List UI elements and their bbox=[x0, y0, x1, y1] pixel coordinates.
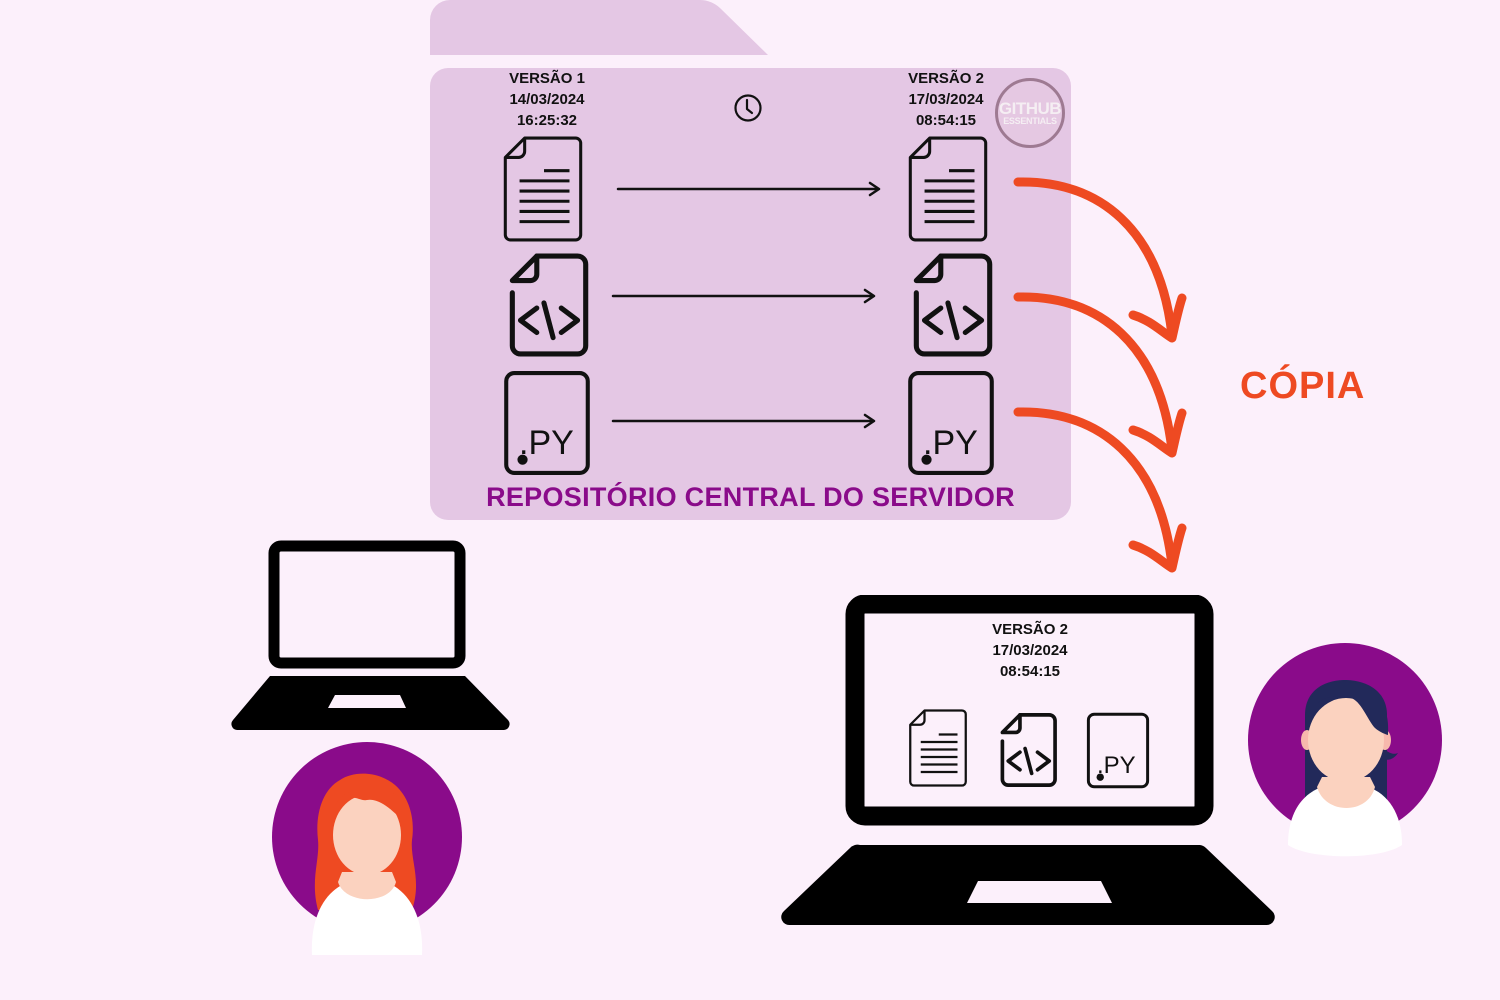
python-file-label: .PY bbox=[519, 424, 574, 462]
copy-label: CÓPIA bbox=[1240, 365, 1366, 407]
version-arrows bbox=[611, 181, 881, 429]
local-version-date: 17/03/2024 bbox=[992, 642, 1068, 659]
version-1-time: 16:25:32 bbox=[516, 112, 578, 129]
folder-tab bbox=[430, 0, 768, 55]
version-1-name: VERSÃO 1 bbox=[509, 70, 585, 87]
version-2-name: VERSÃO 2 bbox=[908, 70, 984, 87]
python-file-icon: .PY bbox=[907, 370, 995, 476]
arrow-right-icon bbox=[611, 288, 876, 304]
local-copy-version-label: VERSÃO 2 17/03/2024 08:54:15 bbox=[960, 619, 1100, 682]
badge-line-2: ESSENTIALS bbox=[1003, 116, 1057, 126]
repository-title: REPOSITÓRIO CENTRAL DO SERVIDOR bbox=[486, 482, 1015, 512]
python-file-label: .PY bbox=[923, 424, 978, 462]
copy-arrows bbox=[1013, 177, 1187, 573]
local-version-time: 08:54:15 bbox=[999, 663, 1061, 680]
version-2-label: VERSÃO 2 17/03/2024 08:54:15 bbox=[881, 68, 1011, 131]
curved-arrow-icon bbox=[1013, 407, 1187, 573]
avatar-red-hair bbox=[272, 742, 462, 955]
code-file-icon bbox=[910, 252, 994, 358]
text-document-icon bbox=[908, 708, 968, 788]
code-file-icon bbox=[998, 711, 1058, 789]
clock-icon bbox=[734, 94, 762, 122]
laptop-icon bbox=[231, 540, 510, 730]
arrow-right-icon bbox=[611, 413, 876, 429]
arrow-right-icon bbox=[616, 181, 881, 197]
version-2-date: 17/03/2024 bbox=[908, 91, 984, 108]
laptop-icon bbox=[781, 595, 1275, 926]
python-file-label: .PY bbox=[1097, 752, 1136, 779]
avatar-dark-hair bbox=[1248, 643, 1442, 857]
version-1-date: 14/03/2024 bbox=[509, 91, 585, 108]
curved-arrow-icon bbox=[1013, 177, 1187, 343]
code-file-icon bbox=[506, 252, 590, 358]
curved-arrow-icon bbox=[1013, 292, 1187, 458]
version-1-label: VERSÃO 1 14/03/2024 16:25:32 bbox=[482, 68, 612, 131]
python-file-icon: .PY bbox=[503, 370, 591, 476]
text-document-icon bbox=[907, 135, 989, 243]
badge-line-1: GITHUB bbox=[998, 99, 1062, 118]
github-essentials-badge: GITHUB ESSENTIALS bbox=[995, 78, 1065, 148]
python-file-icon: .PY bbox=[1086, 712, 1150, 789]
local-version-name: VERSÃO 2 bbox=[992, 621, 1068, 638]
text-document-icon bbox=[502, 135, 584, 243]
repository-folder bbox=[430, 68, 1071, 520]
version-2-time: 08:54:15 bbox=[915, 112, 977, 129]
